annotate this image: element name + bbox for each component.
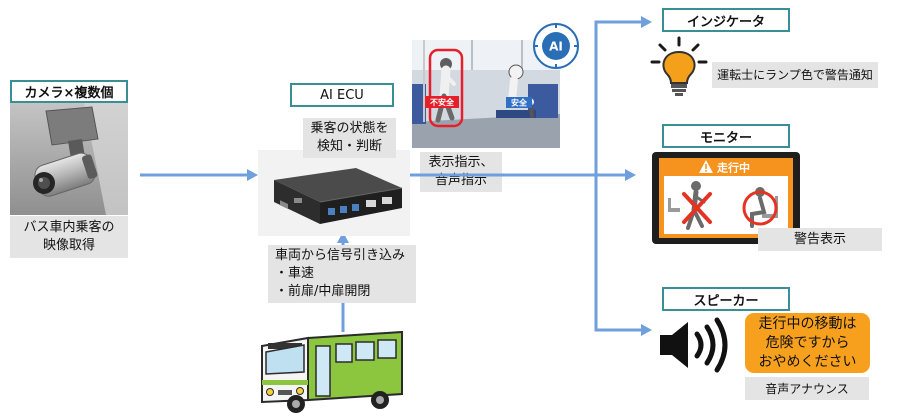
lightbulb-icon [650,36,708,96]
arrow-camera-to-ecu [140,169,258,181]
unsafe-tag-bg [425,96,459,108]
ecu-device-image [258,150,410,236]
warning-icon [699,160,713,173]
unsafe-tag: 不安全 [430,97,455,107]
monitor-image: 走行中 [652,152,800,244]
indicator-label: インジケータ [662,8,790,32]
indicator-description: 運転士にランプ色で警告通知 [712,62,878,88]
monitor-caption: 警告表示 [758,228,882,251]
camera-label: カメラ×複数個 [10,80,128,103]
circle-mark-icon [742,190,778,226]
arrow-to-speaker [594,324,652,336]
speaker-icon [660,317,728,373]
instruction-line: 音声指示 [434,173,487,188]
unsafe-highlight-box [428,48,464,128]
ai-badge-icon: AI [533,23,579,69]
arrow-to-indicator [594,16,652,28]
vehicle-signal-item: ・前扉/中扉開閉 [275,284,371,299]
speaker-message-line: 走行中の移動は [758,315,857,332]
camera-photo [10,103,128,215]
speaker-message-line: 危険ですから [765,334,850,351]
ecu-description: 乗客の状態を 検知・判断 [303,118,396,158]
instruction-note: 表示指示、 音声指示 [420,152,502,192]
cross-mark-icon [682,192,712,224]
speaker-message-bubble: 走行中の移動は 危険ですから おやめください [745,313,870,373]
camera-caption: バス車内乗客の 映像取得 [10,216,128,258]
safe-tag-bg [506,97,532,108]
camera-caption-line: バス車内乗客の [23,220,115,235]
ecu-description-line: 検知・判断 [316,139,382,154]
camera-caption-line: 映像取得 [42,238,95,253]
instruction-line: 表示指示、 [428,155,494,170]
ecu-description-line: 乗客の状態を [310,121,389,136]
vehicle-signal-title: 車両から信号引き込み [275,248,406,263]
monitor-label: モニター [662,124,790,148]
bus-image [261,330,403,413]
vehicle-signal-note: 車両から信号引き込み ・車速 ・前扉/中扉開閉 [268,245,416,303]
speaker-label: スピーカー [662,287,790,311]
ecu-label: AI ECU [290,83,394,107]
monitor-screen-title: 走行中 [716,161,750,175]
speaker-caption: 音声アナウンス [745,377,869,400]
vehicle-signal-item: ・車速 [275,266,315,281]
speaker-message-line: おやめください [758,353,857,370]
safe-tag: 安全 [511,98,528,108]
ai-badge-text: AI [549,40,563,54]
